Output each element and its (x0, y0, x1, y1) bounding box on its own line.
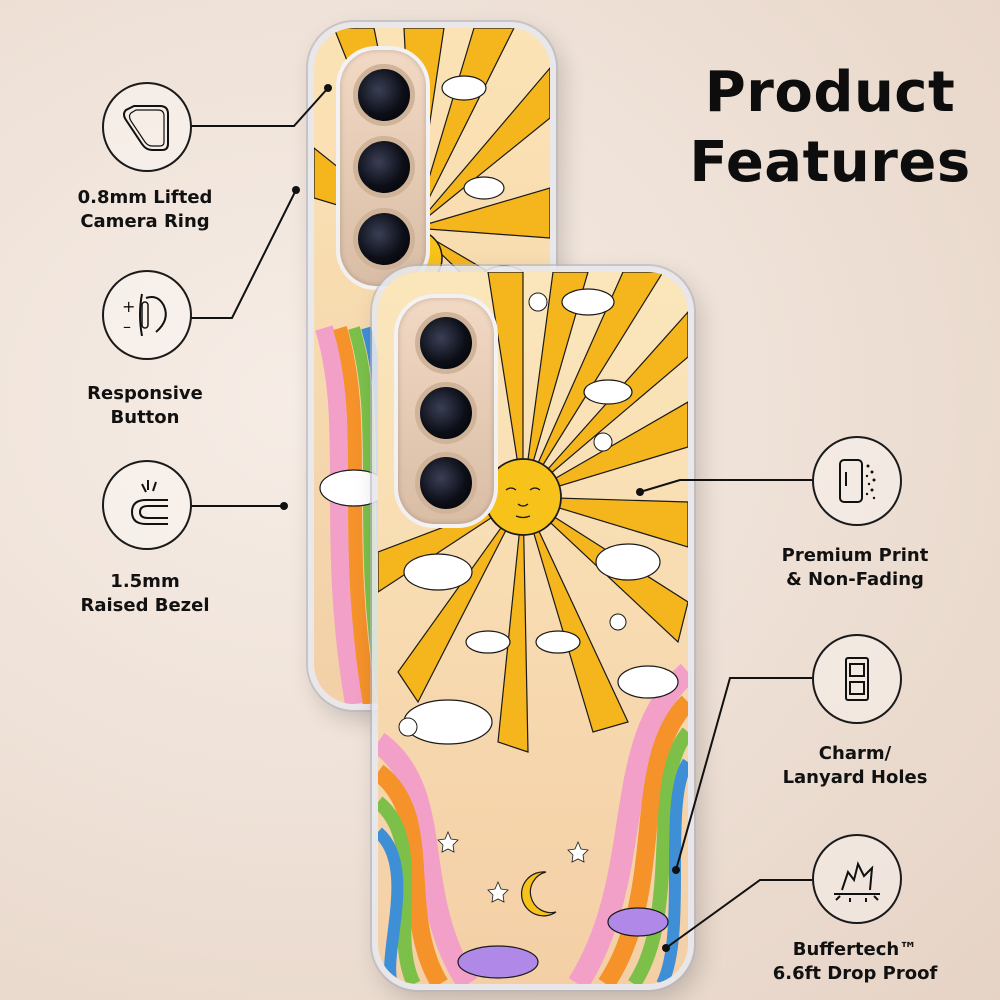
svg-text:+: + (122, 297, 135, 316)
camera-lens (415, 452, 477, 514)
camera-housing-back (336, 46, 430, 290)
responsive-button-icon: +– (102, 270, 192, 360)
feature-line: & Non-Fading (786, 569, 924, 590)
feature-label-button: Responsive Button (45, 382, 245, 430)
feature-label-charm: Charm/ Lanyard Holes (755, 742, 955, 790)
callout-dot (292, 186, 300, 194)
camera-lens (353, 64, 415, 126)
title-line-1: Product (704, 60, 956, 125)
camera-lens (353, 208, 415, 270)
camera-housing-front (394, 294, 498, 528)
title-line-2: Features (689, 130, 971, 195)
feature-line: 0.8mm Lifted (77, 187, 213, 208)
premium-print-icon (812, 436, 902, 526)
feature-line: Button (110, 407, 180, 428)
drop-proof-icon (812, 834, 902, 924)
feature-line: Charm/ (818, 743, 892, 764)
svg-text:–: – (123, 317, 131, 336)
feature-label-print: Premium Print & Non-Fading (755, 544, 955, 592)
feature-line: Buffertech™ (792, 939, 918, 960)
callout-dot (280, 502, 288, 510)
raised-bezel-icon (102, 460, 192, 550)
camera-ring-icon (102, 82, 192, 172)
camera-lens (353, 136, 415, 198)
feature-line: Lanyard Holes (782, 767, 928, 788)
page-title: Product Features (680, 58, 980, 198)
camera-lens (415, 312, 477, 374)
feature-line: Camera Ring (80, 211, 210, 232)
feature-line: Responsive (87, 383, 203, 404)
feature-label-bezel: 1.5mm Raised Bezel (45, 570, 245, 618)
feature-line: 1.5mm (110, 571, 180, 592)
feature-line: Raised Bezel (80, 595, 210, 616)
feature-line: Premium Print (781, 545, 929, 566)
feature-label-drop: Buffertech™ 6.6ft Drop Proof (755, 938, 955, 986)
camera-lens (415, 382, 477, 444)
feature-label-camera-ring: 0.8mm Lifted Camera Ring (45, 186, 245, 234)
lanyard-holes-icon (812, 634, 902, 724)
phone-case-back (308, 22, 556, 710)
phone-case-front (372, 266, 694, 990)
feature-line: 6.6ft Drop Proof (772, 963, 938, 984)
